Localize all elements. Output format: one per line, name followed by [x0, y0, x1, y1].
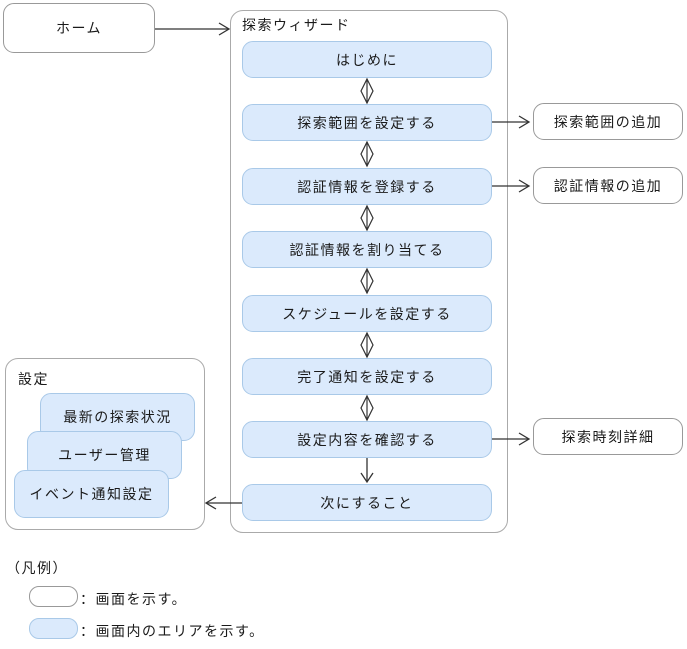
arrow-home-to-wizard [155, 22, 231, 36]
legend-area-text: ：画面内のエリアを示す。 [80, 623, 265, 639]
wizard-step-set-discovery-range: 探索範囲を設定する [242, 104, 492, 141]
wizard-step-label: 設定内容を確認する [297, 431, 437, 448]
arrow-confirm-step-to-time-details [492, 432, 531, 446]
wizard-step-label: 探索範囲を設定する [297, 114, 437, 131]
settings-area-event-notification: イベント通知設定 [14, 470, 169, 518]
wizard-title: 探索ウィザード [242, 17, 351, 33]
double-arrow-connector-2 [360, 140, 374, 168]
double-arrow-connector-3 [360, 204, 374, 232]
side-screen-discovery-time-details: 探索時刻詳細 [533, 418, 683, 455]
wizard-step-introduction: はじめに [242, 41, 492, 78]
wizard-step-set-completion-notification: 完了通知を設定する [242, 358, 492, 395]
arrow-range-step-to-add-range [492, 115, 531, 129]
double-arrow-connector-4 [360, 267, 374, 295]
wizard-step-assign-credentials: 認証情報を割り当てる [242, 231, 492, 268]
wizard-step-confirm-settings: 設定内容を確認する [242, 421, 492, 458]
side-screen-label: 認証情報の追加 [553, 177, 663, 194]
arrow-credential-step-to-add-credentials [492, 179, 531, 193]
legend-title: （凡例） [6, 560, 68, 576]
arrow-next-steps-to-settings [204, 496, 242, 510]
legend-area-swatch [29, 618, 78, 639]
wizard-step-label: 認証情報を割り当てる [289, 241, 445, 258]
double-arrow-connector-1 [360, 77, 374, 105]
settings-area-label: ユーザー管理 [58, 447, 151, 463]
arrow-confirm-to-next-steps [360, 458, 374, 484]
wizard-step-label: 次にすること [320, 494, 414, 511]
wizard-step-label: 完了通知を設定する [297, 368, 437, 385]
wizard-step-next-steps: 次にすること [242, 484, 492, 521]
home-screen-label: ホーム [55, 20, 103, 36]
wizard-step-label: はじめに [336, 51, 398, 68]
legend-screen-swatch [29, 586, 78, 607]
settings-area-label: イベント通知設定 [29, 486, 154, 502]
side-screen-add-credentials: 認証情報の追加 [533, 167, 683, 204]
side-screen-label: 探索時刻詳細 [561, 428, 655, 445]
settings-title: 設定 [18, 371, 49, 387]
wizard-step-set-schedule: スケジュールを設定する [242, 295, 492, 332]
side-screen-add-discovery-range: 探索範囲の追加 [533, 103, 683, 140]
home-screen-node: ホーム [3, 3, 155, 53]
double-arrow-connector-6 [360, 394, 374, 422]
double-arrow-connector-5 [360, 331, 374, 359]
wizard-step-label: スケジュールを設定する [282, 305, 452, 322]
wizard-step-label: 認証情報を登録する [297, 178, 437, 195]
settings-area-label: 最新の探索状況 [63, 409, 172, 425]
side-screen-label: 探索範囲の追加 [553, 113, 663, 130]
wizard-step-register-credentials: 認証情報を登録する [242, 168, 492, 205]
legend-screen-text: ：画面を示す。 [80, 591, 188, 607]
